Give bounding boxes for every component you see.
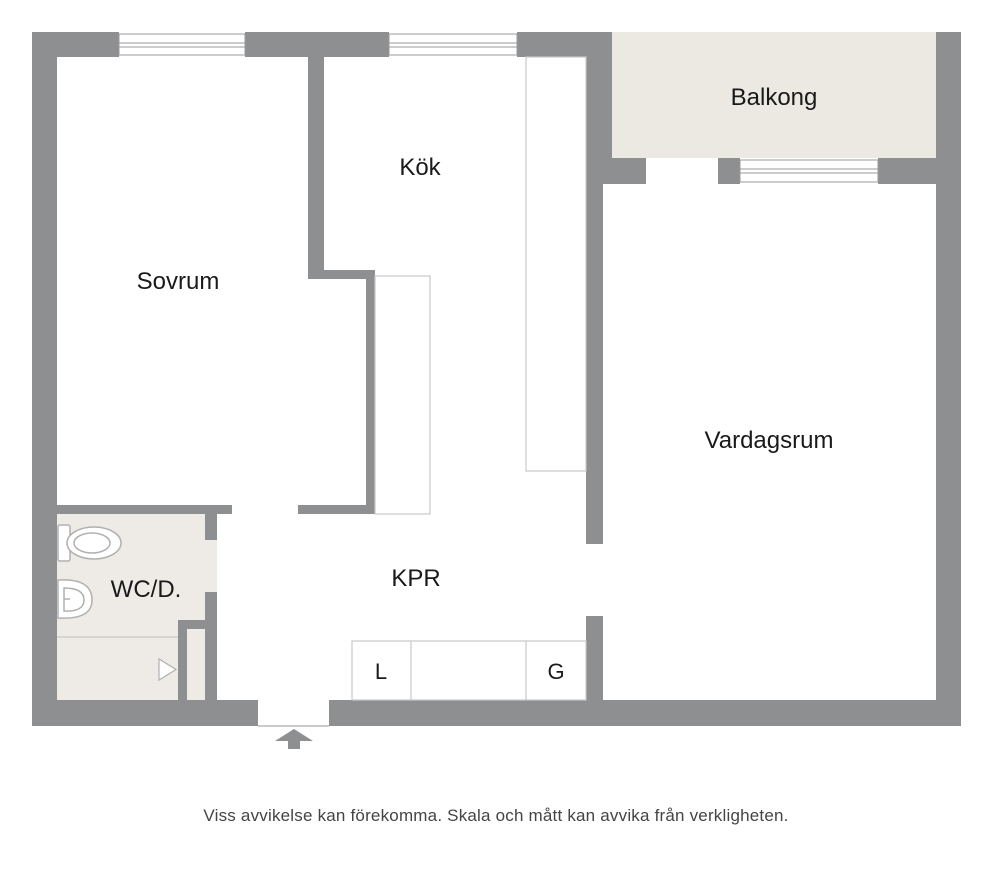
label-kok: Kök (399, 154, 441, 181)
label-wardrobe-g: G (547, 659, 564, 684)
label-vardagsrum: Vardagsrum (705, 427, 834, 454)
entrance-arrow-icon (275, 729, 313, 741)
windows (118, 33, 879, 183)
window-living-room (739, 159, 879, 183)
window-bedroom (118, 33, 246, 56)
interior-walls (57, 32, 936, 700)
shower-triangle-icon (158, 657, 178, 682)
label-kpr: KPR (391, 565, 440, 592)
sink-icon (57, 579, 93, 619)
toilet-icon (57, 524, 122, 562)
balcony-floor (612, 32, 936, 158)
label-wardrobe-l: L (375, 659, 387, 684)
window-kitchen (388, 33, 518, 56)
kitchen-counter-right (525, 56, 587, 472)
label-balkong: Balkong (731, 84, 818, 111)
label-sovrum: Sovrum (137, 268, 220, 295)
entrance-arrow-stem (288, 740, 300, 749)
exterior-walls (32, 32, 961, 726)
label-wc: WC/D. (111, 576, 182, 603)
kitchen-counters (374, 56, 587, 515)
hall-wardrobes (351, 640, 587, 701)
wc-closet-floor (208, 540, 217, 592)
bedroom-wardrobe (374, 275, 431, 515)
disclaimer-text: Viss avvikelse kan förekomma. Skala och … (203, 806, 789, 825)
